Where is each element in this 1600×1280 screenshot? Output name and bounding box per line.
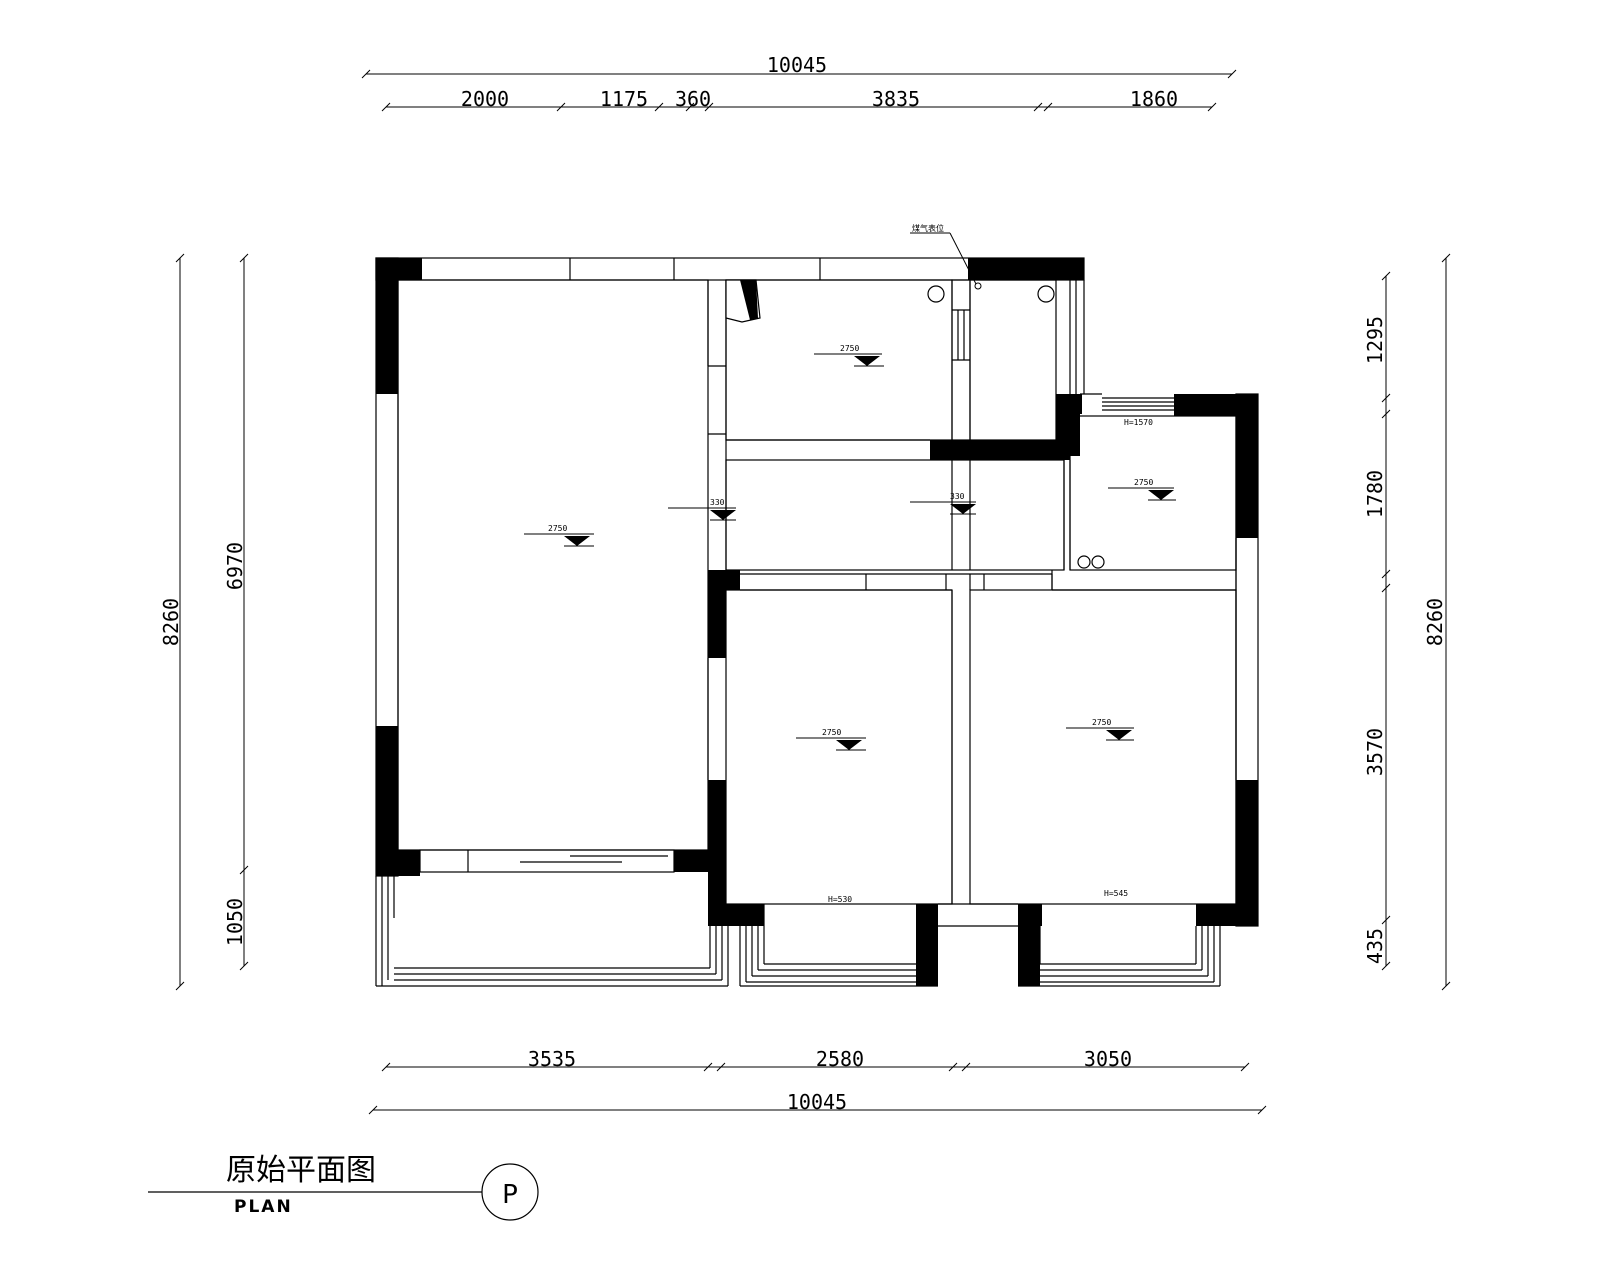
svg-text:2750: 2750	[548, 524, 567, 533]
level-marker-living: 2750	[524, 524, 594, 547]
beam-marker-1: 330	[668, 498, 736, 521]
top-segment-5: 1860	[1130, 87, 1178, 111]
living-room	[397, 279, 727, 873]
top-segment-3: 360	[675, 87, 711, 111]
svg-text:330: 330	[950, 492, 965, 501]
kitchen	[725, 279, 971, 441]
bottom-total-dimension: 10045	[787, 1090, 847, 1114]
middle-bedroom	[707, 570, 1052, 987]
right-segment-3: 3570	[1363, 728, 1387, 776]
corridor	[725, 459, 1071, 571]
level-marker-east-bedroom: 2750	[1066, 718, 1134, 741]
beam-marker-2: 330	[910, 492, 976, 515]
sill-label-east: H=545	[1104, 889, 1128, 898]
right-segment-2: 1780	[1363, 470, 1387, 518]
left-dimension-chain: 8260 6970 1050	[159, 253, 249, 991]
sill-label-middle: H=530	[828, 895, 852, 904]
level-marker-middle-bedroom: 2750	[796, 728, 866, 751]
svg-text:2750: 2750	[1092, 718, 1111, 727]
right-segment-4: 435	[1363, 928, 1387, 964]
top-segment-1: 2000	[461, 87, 509, 111]
svg-text:2750: 2750	[822, 728, 841, 737]
plan-symbol-circle	[481, 1163, 539, 1221]
svg-text:2750: 2750	[840, 344, 859, 353]
level-marker-kitchen: 2750	[814, 344, 884, 367]
bottom-dimension-chain: 3535 2580 3050 10045	[368, 1047, 1267, 1115]
bottom-segment-1: 3535	[528, 1047, 576, 1071]
east-bedroom	[969, 538, 1237, 987]
ceiling-level-markers: 2750 2750 2750 2750 2750	[524, 344, 1176, 904]
drawing-title-english: PLAN	[234, 1197, 293, 1217]
bottom-segment-3: 3050	[1084, 1047, 1132, 1071]
bottom-segment-2: 2580	[816, 1047, 864, 1071]
top-segment-4: 3835	[872, 87, 920, 111]
title-block: 原始平面图 PLAN P	[148, 1153, 539, 1221]
top-dimension-chain: 10045 2000 1175 360 3835 1860	[361, 53, 1237, 112]
top-segment-2: 1175	[600, 87, 648, 111]
svg-text:2750: 2750	[1134, 478, 1153, 487]
left-inner-lower-dimension: 1050	[223, 898, 247, 946]
sill-label-north-east: H=1570	[1124, 418, 1153, 427]
top-total-dimension: 10045	[767, 53, 827, 77]
outer-walls	[375, 257, 1259, 927]
left-outer-dimension: 8260	[159, 598, 183, 646]
left-balcony	[375, 876, 729, 987]
north-east-room	[1069, 393, 1237, 571]
left-inner-upper-dimension: 6970	[223, 542, 247, 590]
right-dimension-chain: 1295 1780 3570 435 8260	[1363, 253, 1451, 991]
level-marker-north-east: 2750	[1108, 478, 1176, 501]
plan-symbol-letter: P	[502, 1180, 518, 1210]
right-outer-dimension: 8260	[1423, 598, 1447, 646]
right-segment-1: 1295	[1363, 316, 1387, 364]
gas-meter-note: 煤气表位	[912, 223, 944, 233]
drawing-title-chinese: 原始平面图	[226, 1153, 376, 1188]
bathroom: 煤气表位	[910, 223, 1085, 441]
svg-text:330: 330	[710, 498, 725, 507]
